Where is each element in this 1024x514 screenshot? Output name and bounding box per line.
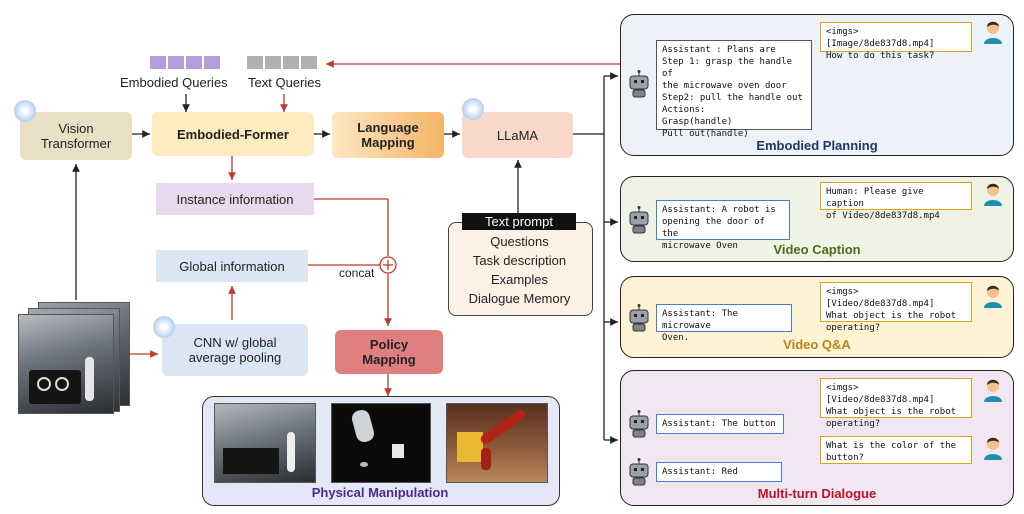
- person-icon: [984, 183, 1002, 206]
- input-video-frame: [18, 314, 114, 414]
- concat-label: concat: [339, 266, 375, 280]
- embodied-query-token: [168, 56, 184, 69]
- dialogue-assistant-bubble-2: Assistant: Red: [656, 462, 782, 482]
- text-query-token: [283, 56, 299, 69]
- robot-icon: [629, 458, 649, 486]
- person-icon: [984, 21, 1002, 44]
- policy-mapping-box: Policy Mapping: [335, 330, 443, 374]
- embodied-query-token: [150, 56, 166, 69]
- physical-manipulation-title: Physical Manipulation: [311, 485, 449, 500]
- text-queries-label: Text Queries: [248, 75, 321, 90]
- manipulation-frame-block: [331, 403, 431, 483]
- text-prompt-item: Dialogue Memory: [468, 291, 571, 306]
- person-icon: [984, 285, 1002, 308]
- language-mapping-box: Language Mapping: [332, 112, 444, 158]
- embodied-query-token: [186, 56, 202, 69]
- qa-human-bubble: <imgs>[Video/8de837d8.mp4] What object i…: [820, 282, 972, 333]
- robot-icon: [629, 70, 649, 98]
- person-icon: [984, 437, 1002, 460]
- manipulation-frame-kitchen: [214, 403, 316, 483]
- text-prompt-item: Questions: [490, 234, 549, 249]
- text-query-token: [265, 56, 281, 69]
- frozen-snowflake-icon: [153, 316, 175, 338]
- frozen-snowflake-icon: [462, 98, 484, 120]
- text-prompt-item: Examples: [490, 272, 549, 287]
- embodied-queries-label: Embodied Queries: [120, 75, 228, 90]
- caption-human-bubble: Human: Please give caption of Video/8de8…: [820, 182, 972, 221]
- caption-assistant-bubble: Assistant: A robot is opening the door o…: [656, 200, 790, 251]
- robot-icon: [629, 206, 649, 234]
- robot-icon: [629, 410, 649, 438]
- dialogue-human-bubble-1: <imgs>[Video/8de837d8.mp4] What object i…: [820, 378, 972, 429]
- llama-box: LLaMA: [462, 112, 573, 158]
- embodied-former-box: Embodied-Former: [152, 112, 314, 156]
- planning-human-bubble: <imgs>[Image/8de837d8.mp4] How to do thi…: [820, 22, 972, 61]
- global-information-box: Global information: [156, 250, 308, 282]
- text-query-token: [247, 56, 263, 69]
- cnn-pooling-box: CNN w/ global average pooling: [162, 324, 308, 376]
- person-icon: [984, 379, 1002, 402]
- dialogue-assistant-bubble-1: Assistant: The button: [656, 414, 784, 434]
- text-query-token: [301, 56, 317, 69]
- qa-assistant-bubble: Assistant: The microwave Oven.: [656, 304, 792, 343]
- frozen-snowflake-icon: [14, 100, 36, 122]
- video-qa-title: Video Q&A: [783, 337, 851, 352]
- text-prompt-header: Text prompt: [462, 213, 576, 230]
- manipulation-frame-arm: [446, 403, 548, 483]
- multi-turn-dialogue-title: Multi-turn Dialogue: [757, 486, 877, 501]
- planning-assistant-bubble: Assistant : Plans are Step 1: grasp the …: [656, 40, 812, 139]
- embodied-planning-title: Embodied Planning: [756, 138, 878, 153]
- video-caption-title: Video Caption: [773, 242, 861, 257]
- vision-transformer-box: Vision Transformer: [20, 112, 132, 160]
- embodied-query-token: [204, 56, 220, 69]
- dialogue-human-bubble-2: What is the color of the button?: [820, 436, 972, 464]
- robot-icon: [629, 304, 649, 332]
- text-prompt-item: Task description: [472, 253, 567, 268]
- instance-information-box: Instance information: [156, 183, 314, 215]
